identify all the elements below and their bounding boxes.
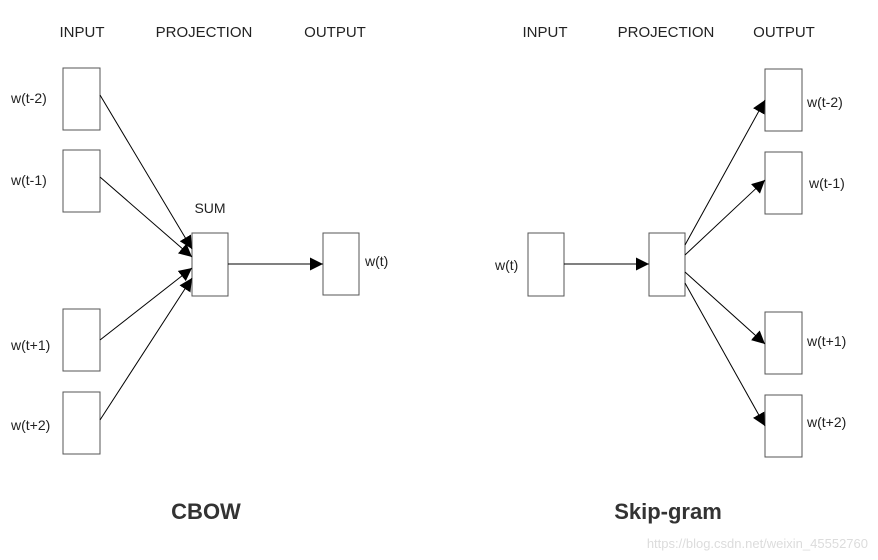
cbow-output-label: w(t) [364, 253, 388, 269]
skipgram-input-label: w(t) [494, 257, 518, 273]
skipgram-output-header: OUTPUT [753, 24, 815, 41]
skipgram-arrow-projection-to-t-minus-2 [684, 99, 766, 246]
cbow-title: CBOW [171, 499, 241, 524]
cbow-input-node-t-minus-2 [62, 67, 101, 131]
skipgram-output-node-t-plus-1 [764, 311, 803, 375]
cbow-output-node [322, 232, 360, 296]
cbow-input-label-t-plus-2: w(t+2) [10, 417, 50, 433]
skipgram-projection-header: PROJECTION [618, 24, 715, 41]
cbow-input-label-t-minus-1: w(t-1) [10, 172, 47, 188]
cbow-input-node-t-plus-1 [62, 308, 101, 372]
skipgram-arrow-projection-to-t-minus-1 [684, 179, 766, 256]
skipgram-output-node-t-plus-2 [764, 394, 803, 458]
cbow-input-header: INPUT [60, 24, 105, 41]
cbow-model: INPUT PROJECTION OUTPUT w(t-2) w(t-1) w(… [10, 24, 388, 524]
skipgram-output-node-t-minus-1 [764, 151, 803, 215]
cbow-input-label-t-minus-2: w(t-2) [10, 90, 47, 106]
cbow-projection-header: PROJECTION [156, 24, 253, 41]
skipgram-output-label-t-minus-2: w(t-2) [806, 94, 843, 110]
skipgram-output-label-t-plus-2: w(t+2) [806, 414, 846, 430]
skipgram-arrow-projection-to-t-plus-2 [684, 282, 766, 427]
cbow-output-header: OUTPUT [304, 24, 366, 41]
skipgram-input-node [527, 232, 565, 297]
cbow-arrow-t-plus-2-to-sum [99, 277, 193, 421]
skipgram-output-node-t-minus-2 [764, 68, 803, 132]
cbow-arrow-t-minus-2-to-sum [99, 94, 193, 250]
cbow-arrow-t-plus-1-to-sum [99, 267, 193, 341]
skipgram-title: Skip-gram [614, 499, 722, 524]
skipgram-model: INPUT PROJECTION OUTPUT w(t) w(t-2) w(t-… [494, 24, 846, 524]
watermark-text: https://blog.csdn.net/weixin_45552760 [647, 536, 868, 551]
cbow-arrow-t-minus-1-to-sum [99, 176, 193, 258]
skipgram-arrow-projection-to-t-plus-1 [684, 271, 766, 345]
cbow-input-node-t-minus-1 [62, 149, 101, 213]
cbow-input-node-t-plus-2 [62, 391, 101, 455]
skipgram-projection-node [648, 232, 686, 297]
skipgram-input-header: INPUT [523, 24, 568, 41]
cbow-input-label-t-plus-1: w(t+1) [10, 337, 50, 353]
cbow-projection-label: SUM [194, 200, 225, 216]
skipgram-output-label-t-plus-1: w(t+1) [806, 333, 846, 349]
skipgram-output-label-t-minus-1: w(t-1) [808, 175, 845, 191]
cbow-projection-node [191, 232, 229, 297]
